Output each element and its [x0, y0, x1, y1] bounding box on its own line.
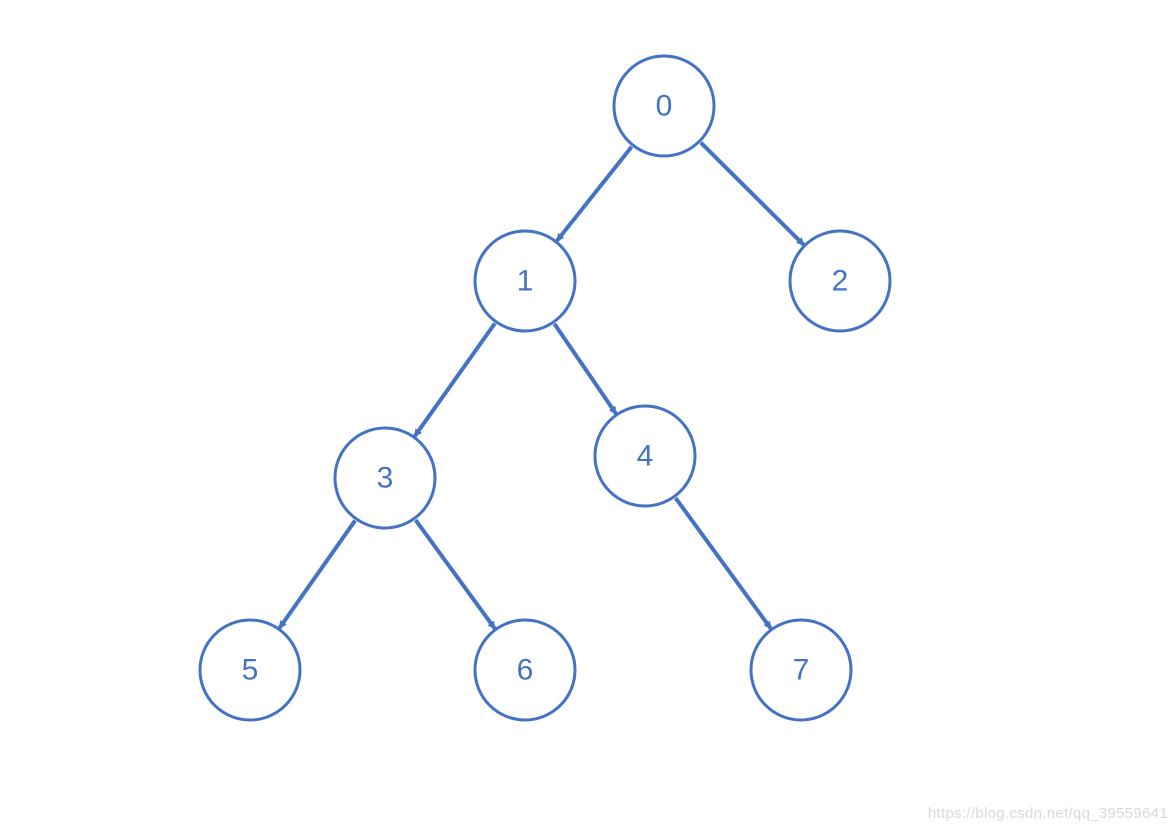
node-label: 0: [656, 90, 673, 123]
node-circle: [612, 54, 716, 158]
node-label: 1: [517, 265, 534, 298]
tree-node-0: 0: [612, 54, 716, 158]
node-label: 5: [242, 654, 259, 687]
edge-3-to-5: [277, 519, 357, 630]
node-circle: [749, 618, 853, 722]
node-circle: [473, 618, 577, 722]
tree-node-4: 4: [593, 404, 697, 508]
node-label: 3: [377, 462, 394, 495]
tree-node-3: 3: [333, 426, 437, 530]
node-label: 2: [832, 265, 849, 298]
node-label: 6: [517, 654, 534, 687]
edge-0-to-1: [555, 145, 634, 243]
edge-1-to-4: [552, 322, 618, 416]
nodes-layer: 0 1 2 3 4 5 6 7: [198, 54, 892, 722]
tree-node-7: 7: [749, 618, 853, 722]
node-circle: [473, 229, 577, 333]
node-label: 4: [637, 440, 654, 473]
edges-layer: [277, 141, 806, 630]
tree-node-1: 1: [473, 229, 577, 333]
node-circle: [198, 618, 302, 722]
edge-4-to-7: [674, 496, 773, 630]
edge-3-to-6: [414, 518, 497, 630]
tree-node-5: 5: [198, 618, 302, 722]
node-circle: [333, 426, 437, 530]
node-circle: [788, 229, 892, 333]
node-label: 7: [793, 654, 810, 687]
node-circle: [593, 404, 697, 508]
tree-node-6: 6: [473, 618, 577, 722]
edge-0-to-2: [699, 141, 806, 247]
tree-node-2: 2: [788, 229, 892, 333]
edge-1-to-3: [412, 322, 497, 438]
watermark-text: https://blog.csdn.net/qq_39559641: [927, 805, 1168, 822]
